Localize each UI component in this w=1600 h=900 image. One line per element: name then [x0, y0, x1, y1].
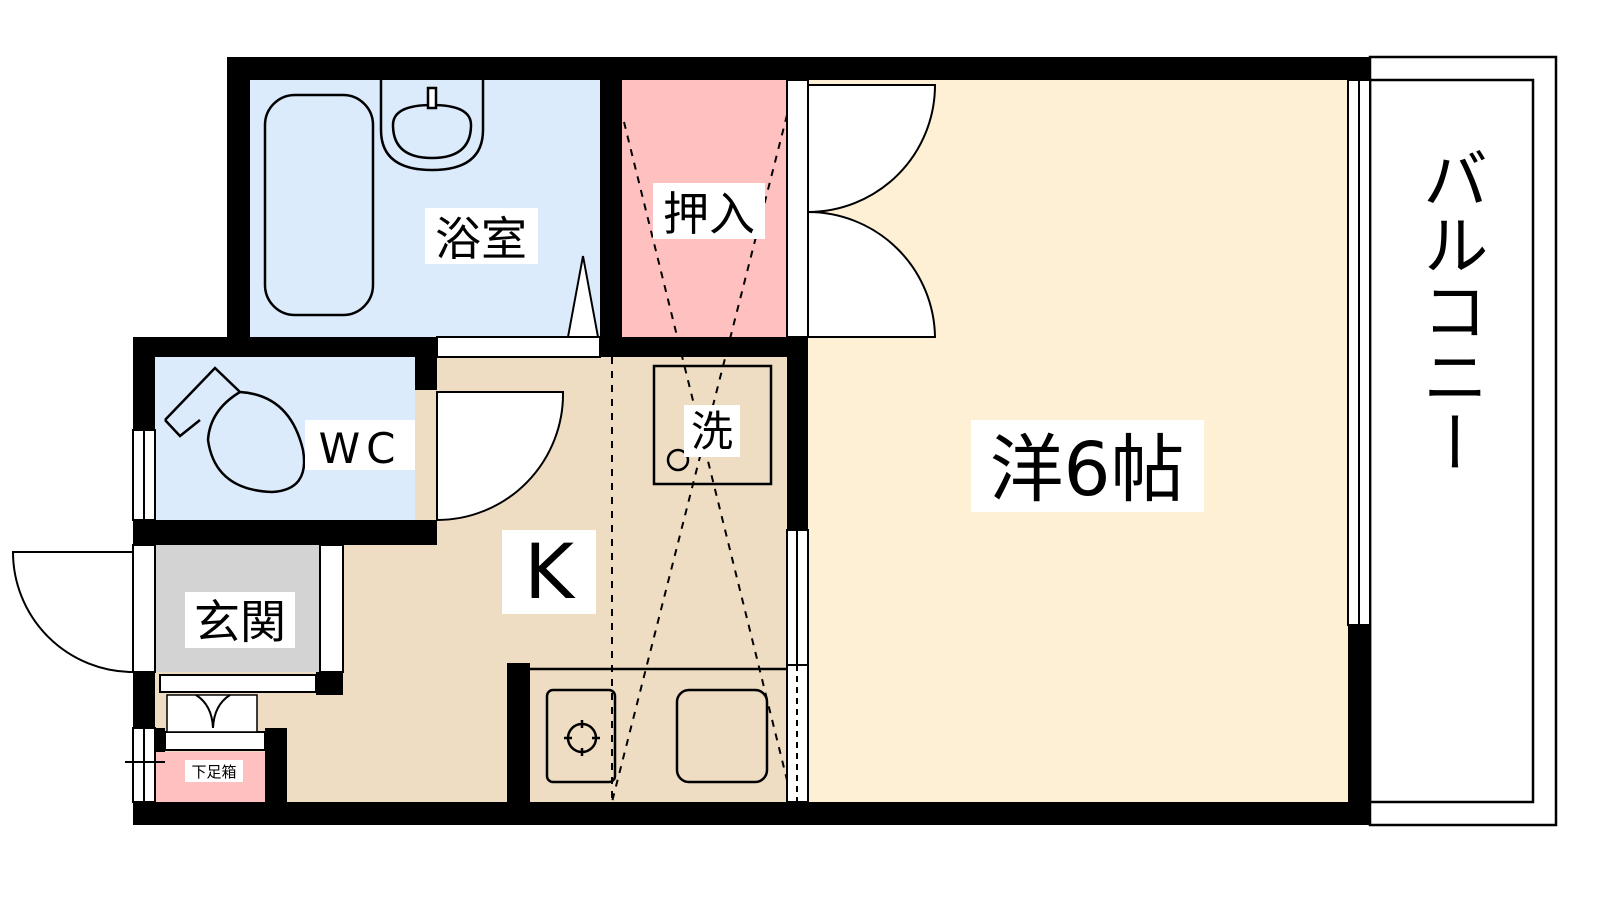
walls — [133, 57, 1370, 825]
cabinet-door-icon — [195, 694, 231, 729]
room-label-bath: 浴室 — [435, 212, 527, 266]
room-label-entrance: 玄関 — [194, 595, 286, 649]
washing-machine-space — [652, 364, 773, 486]
closet-door-lower[interactable] — [807, 210, 937, 338]
room-label-kitchen: K — [524, 527, 576, 616]
wc-door[interactable] — [436, 391, 565, 522]
drain-icon — [666, 448, 690, 472]
doors — [11, 84, 937, 674]
burner-icon — [564, 720, 600, 756]
room-label-wc: WC — [319, 424, 402, 473]
washbasin-icon — [379, 80, 485, 172]
room-label-balcony: バルコニー — [1412, 145, 1489, 475]
stove-icon — [545, 688, 617, 784]
toilet-icon — [164, 366, 306, 494]
bathtub-icon — [263, 93, 375, 317]
room-label-laundry: 洗 — [691, 407, 733, 456]
room-label-shoe-box: 下足箱 — [191, 763, 236, 781]
entrance-door[interactable] — [11, 551, 134, 674]
room-label-closet: 押入 — [663, 187, 755, 241]
bathroom-door[interactable] — [566, 255, 600, 338]
balcony — [1368, 55, 1558, 827]
closet-door-upper[interactable] — [807, 84, 937, 214]
sink-icon — [675, 688, 769, 784]
room-label-western: 洋6帖 — [989, 427, 1184, 513]
